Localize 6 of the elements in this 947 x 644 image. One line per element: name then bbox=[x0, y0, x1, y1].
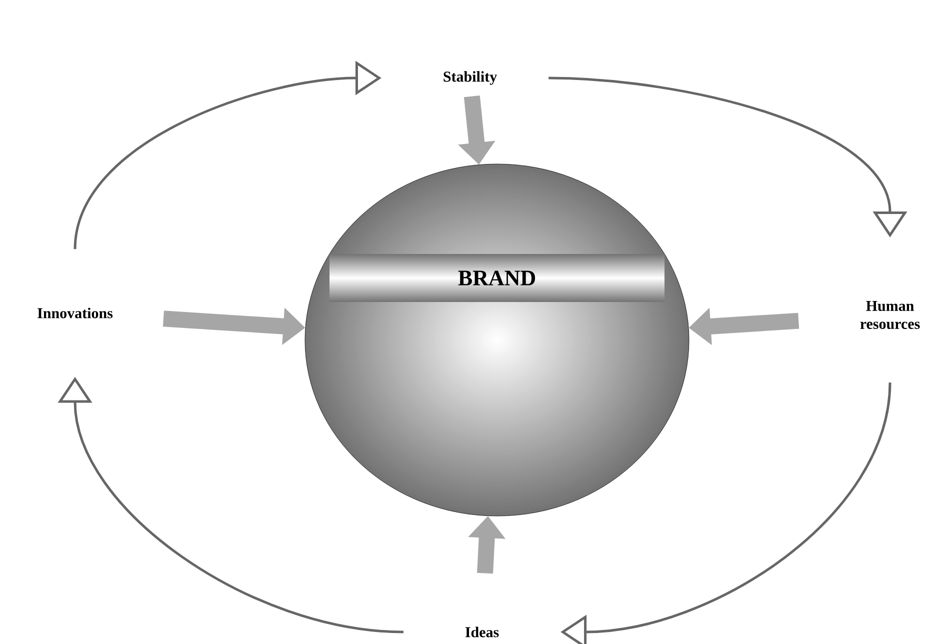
sphere bbox=[304, 164, 690, 516]
node-label: Ideas bbox=[465, 626, 499, 638]
node-label: Human resources bbox=[860, 301, 920, 329]
node-label: Stability bbox=[444, 71, 497, 85]
bar-label: BRAND bbox=[458, 270, 536, 286]
node-label: Innovations bbox=[38, 308, 113, 318]
